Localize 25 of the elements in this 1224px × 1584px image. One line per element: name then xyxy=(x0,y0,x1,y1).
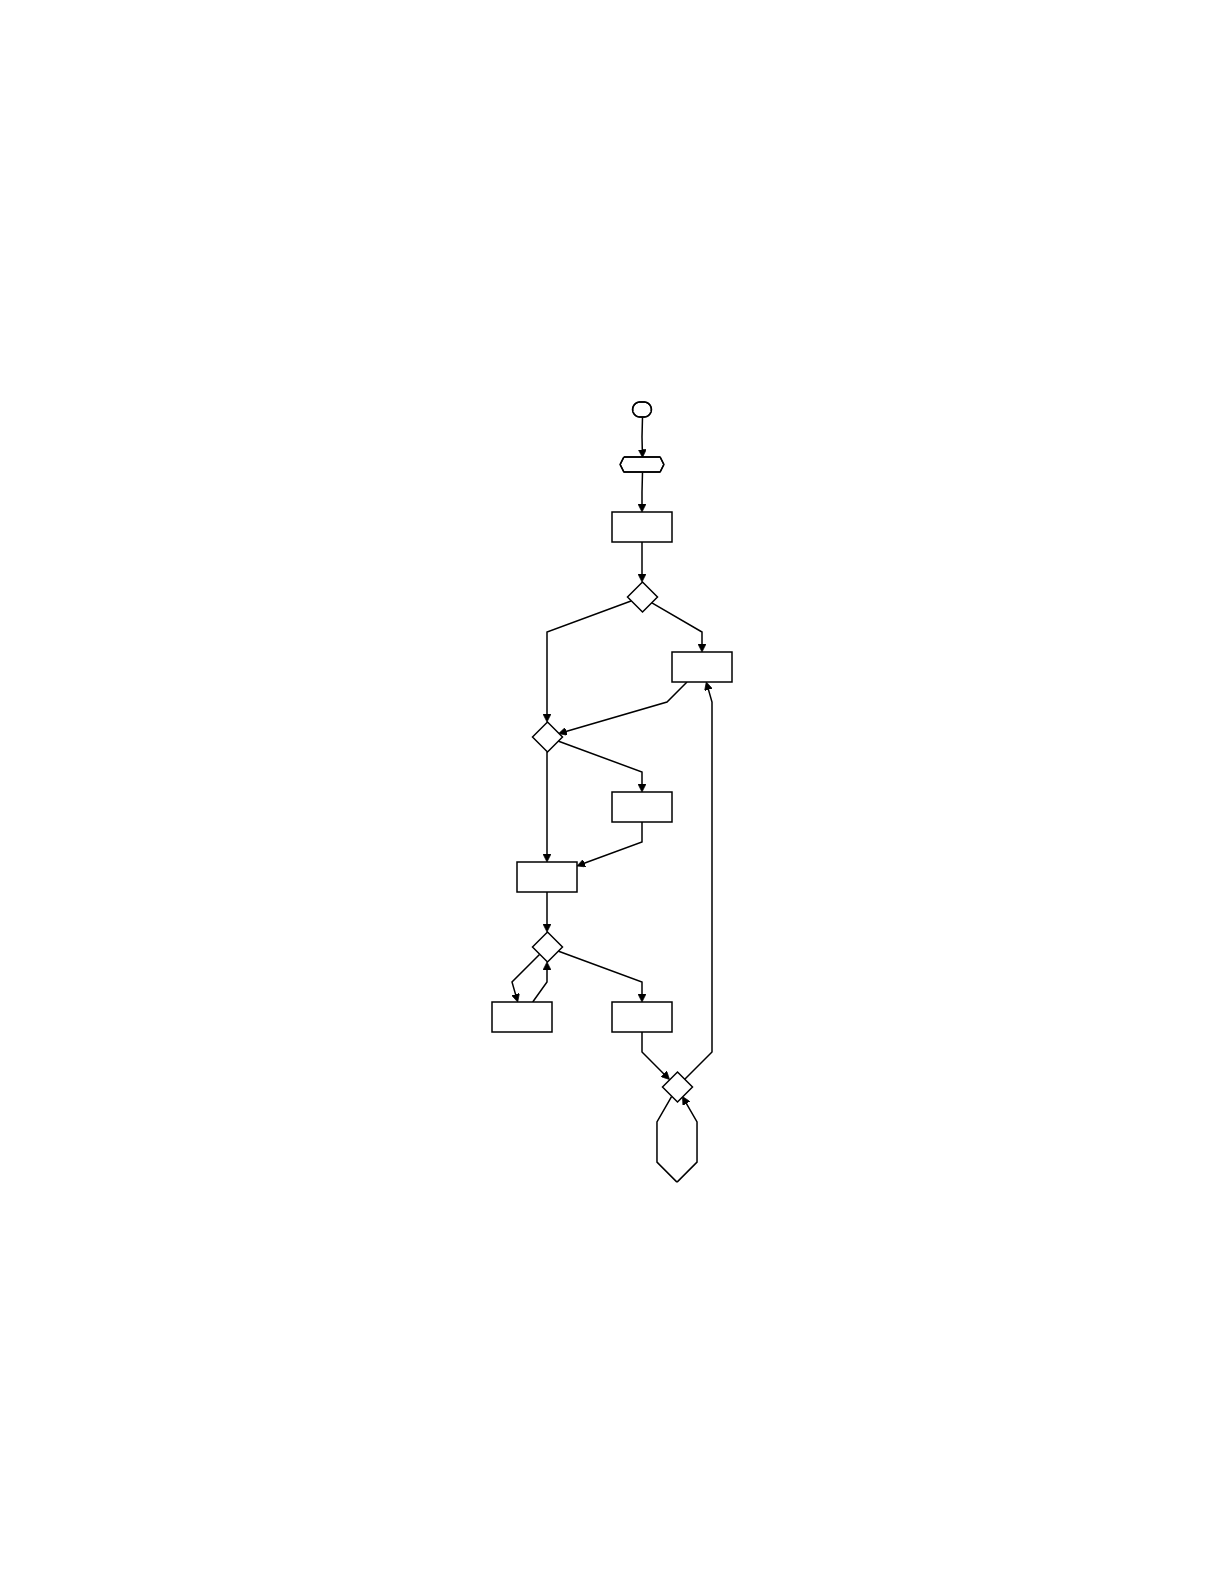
arrow xyxy=(637,471,647,513)
node-diamond xyxy=(626,580,659,613)
arrow xyxy=(542,751,552,863)
node-box xyxy=(611,511,673,543)
node-diamond xyxy=(531,930,564,963)
arrow xyxy=(558,681,688,736)
arrow xyxy=(683,681,713,1081)
arrow xyxy=(637,416,647,458)
node-box xyxy=(491,1001,553,1033)
arrow xyxy=(656,1095,698,1183)
arrow xyxy=(542,600,632,723)
node-box xyxy=(671,651,733,683)
arrow xyxy=(531,961,552,1003)
node-diamond xyxy=(531,720,564,753)
arrow xyxy=(637,541,647,583)
arrow xyxy=(542,891,552,933)
node-box xyxy=(611,791,673,823)
arrow xyxy=(557,740,647,793)
arrow xyxy=(641,1031,670,1080)
arrow xyxy=(511,953,541,1003)
node-box xyxy=(516,861,578,893)
arrow xyxy=(557,950,647,1003)
node-diamond xyxy=(661,1070,694,1103)
node-box xyxy=(611,1001,673,1033)
arrow xyxy=(650,601,707,653)
